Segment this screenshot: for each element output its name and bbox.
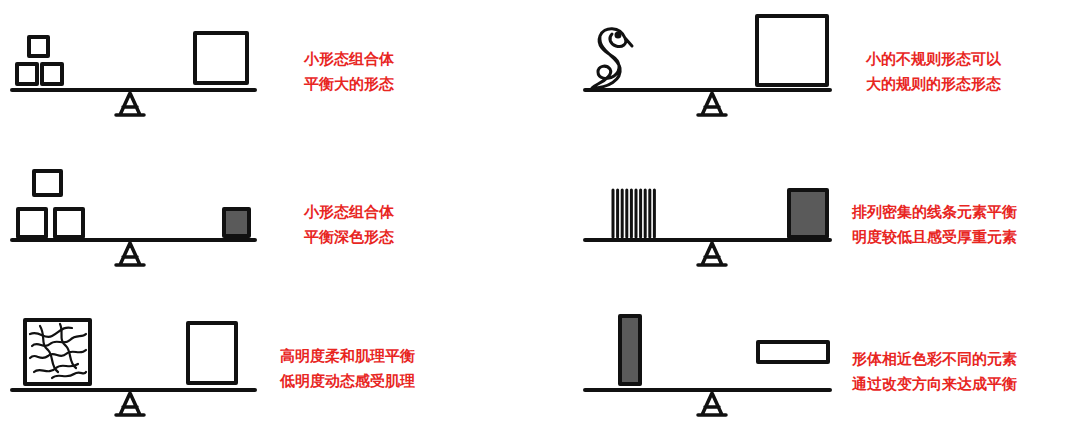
caption-text: 小形态组合体 平衡深色形态: [304, 200, 398, 250]
caption-text: 小的不规则形态可以 大的规则的形态形态: [866, 47, 1005, 97]
caption-text: 高明度柔和肌理平衡 低明度动态感受肌理: [280, 344, 419, 394]
caption-text: 形体相近色彩不同的元素 通过改变方向来达成平衡: [852, 347, 1021, 397]
caption-text: 排列密集的线条元素平衡 明度较低且感受厚重元素: [852, 200, 1021, 250]
caption-text: 小形态组合体 平衡大的形态: [304, 47, 398, 97]
